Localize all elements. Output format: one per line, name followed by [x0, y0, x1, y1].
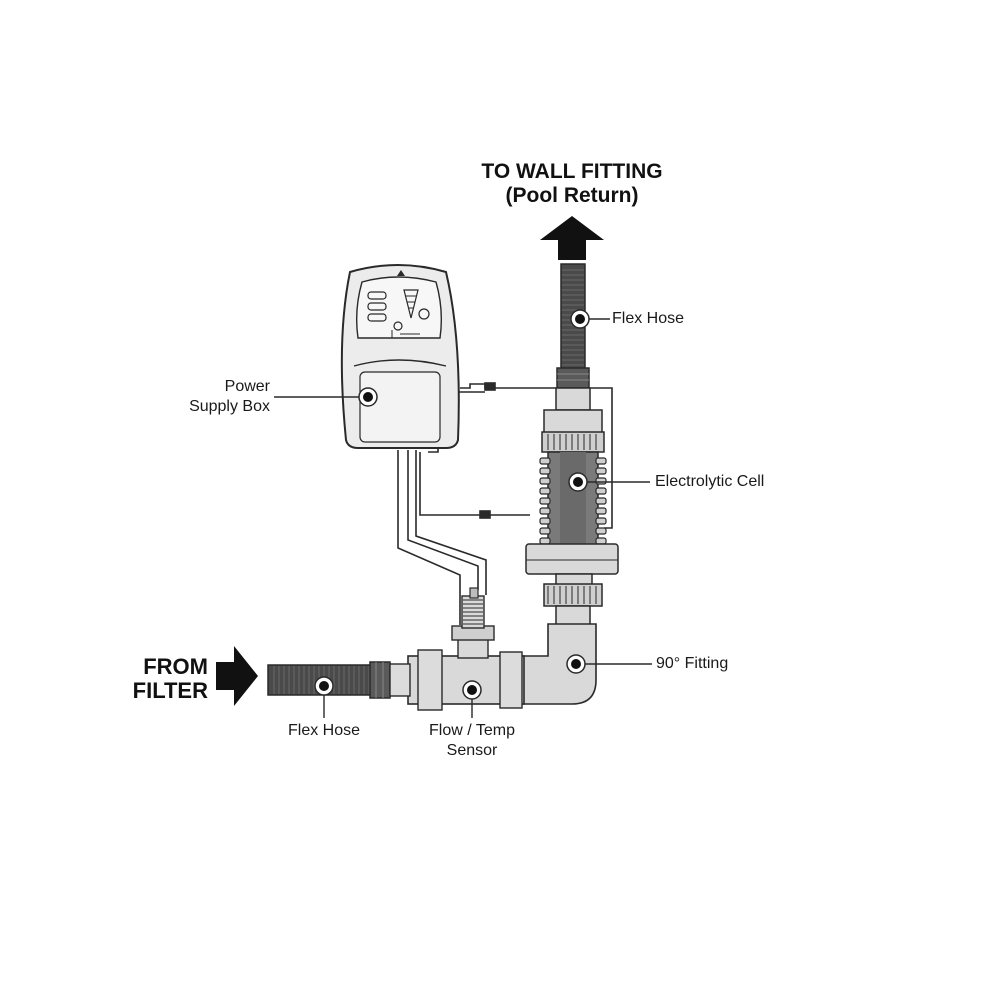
cell-fin [595, 537, 607, 545]
cell-fin [539, 477, 551, 485]
cell-fin [595, 487, 607, 495]
wire-middle [419, 452, 530, 516]
to-wall-fitting-label: TO WALL FITTING (Pool Return) [452, 160, 692, 208]
wire-sensor-right [407, 450, 479, 590]
cell-fin [539, 487, 551, 495]
to-wall-fitting-line2: (Pool Return) [505, 184, 639, 207]
cell-fin [595, 517, 607, 525]
cell-fin [539, 517, 551, 525]
logo-mark-icon [397, 270, 405, 276]
flow-temp-sensor-label: Flow / Temp Sensor [412, 721, 532, 761]
cell-fin [595, 507, 607, 515]
wires [397, 382, 613, 625]
to-wall-fitting-line1: TO WALL FITTING [481, 160, 663, 183]
flow-temp-line2: Sensor [446, 742, 498, 759]
cell-fin [595, 497, 607, 505]
wire-sensor-right-b [415, 450, 487, 595]
from-filter-line2: FILTER [132, 678, 208, 703]
cell-fin [539, 497, 551, 505]
power-supply-line2: Supply Box [189, 398, 270, 415]
power-supply-box-label: Power Supply Box [150, 377, 270, 417]
flow-temp-line1: Flow / Temp [429, 722, 515, 739]
cell-fin [539, 527, 551, 535]
power-supply-panel [355, 276, 443, 339]
salt-level-icon [403, 289, 419, 319]
callout-dots [314, 309, 590, 700]
fitting-90-label: 90° Fitting [656, 655, 729, 672]
arrow-right-icon [216, 646, 258, 706]
cell-fin [595, 527, 607, 535]
indicator-led-icon [367, 313, 387, 322]
flow-temp-sensor [461, 587, 485, 629]
boost-icon [418, 308, 430, 320]
indicator-led-icon [367, 291, 387, 300]
power-icon [393, 321, 403, 331]
from-filter-label: FROM FILTER [110, 655, 208, 703]
power-supply-line1: Power [224, 378, 270, 395]
flex-hose-top-label: Flex Hose [612, 310, 685, 327]
from-filter-line1: FROM [143, 654, 208, 679]
cell-fin [539, 457, 551, 465]
power-supply-box [340, 264, 460, 449]
cell-fin [539, 507, 551, 515]
wire-connector-top [484, 382, 496, 391]
flex-hose-bottom [267, 661, 411, 699]
cell-fin [595, 477, 607, 485]
flex-hose-bottom-label: Flex Hose [287, 722, 361, 739]
cell-fin [539, 467, 551, 475]
cell-fin [539, 537, 551, 545]
electrolytic-cell [525, 387, 619, 629]
arrow-up-icon [540, 216, 604, 260]
cell-fin [595, 467, 607, 475]
cell-fin [595, 457, 607, 465]
wire-sensor-left [397, 450, 461, 625]
electrolytic-cell-label: Electrolytic Cell [655, 473, 765, 490]
wire-connector-middle [479, 510, 491, 519]
indicator-led-icon [367, 302, 387, 311]
